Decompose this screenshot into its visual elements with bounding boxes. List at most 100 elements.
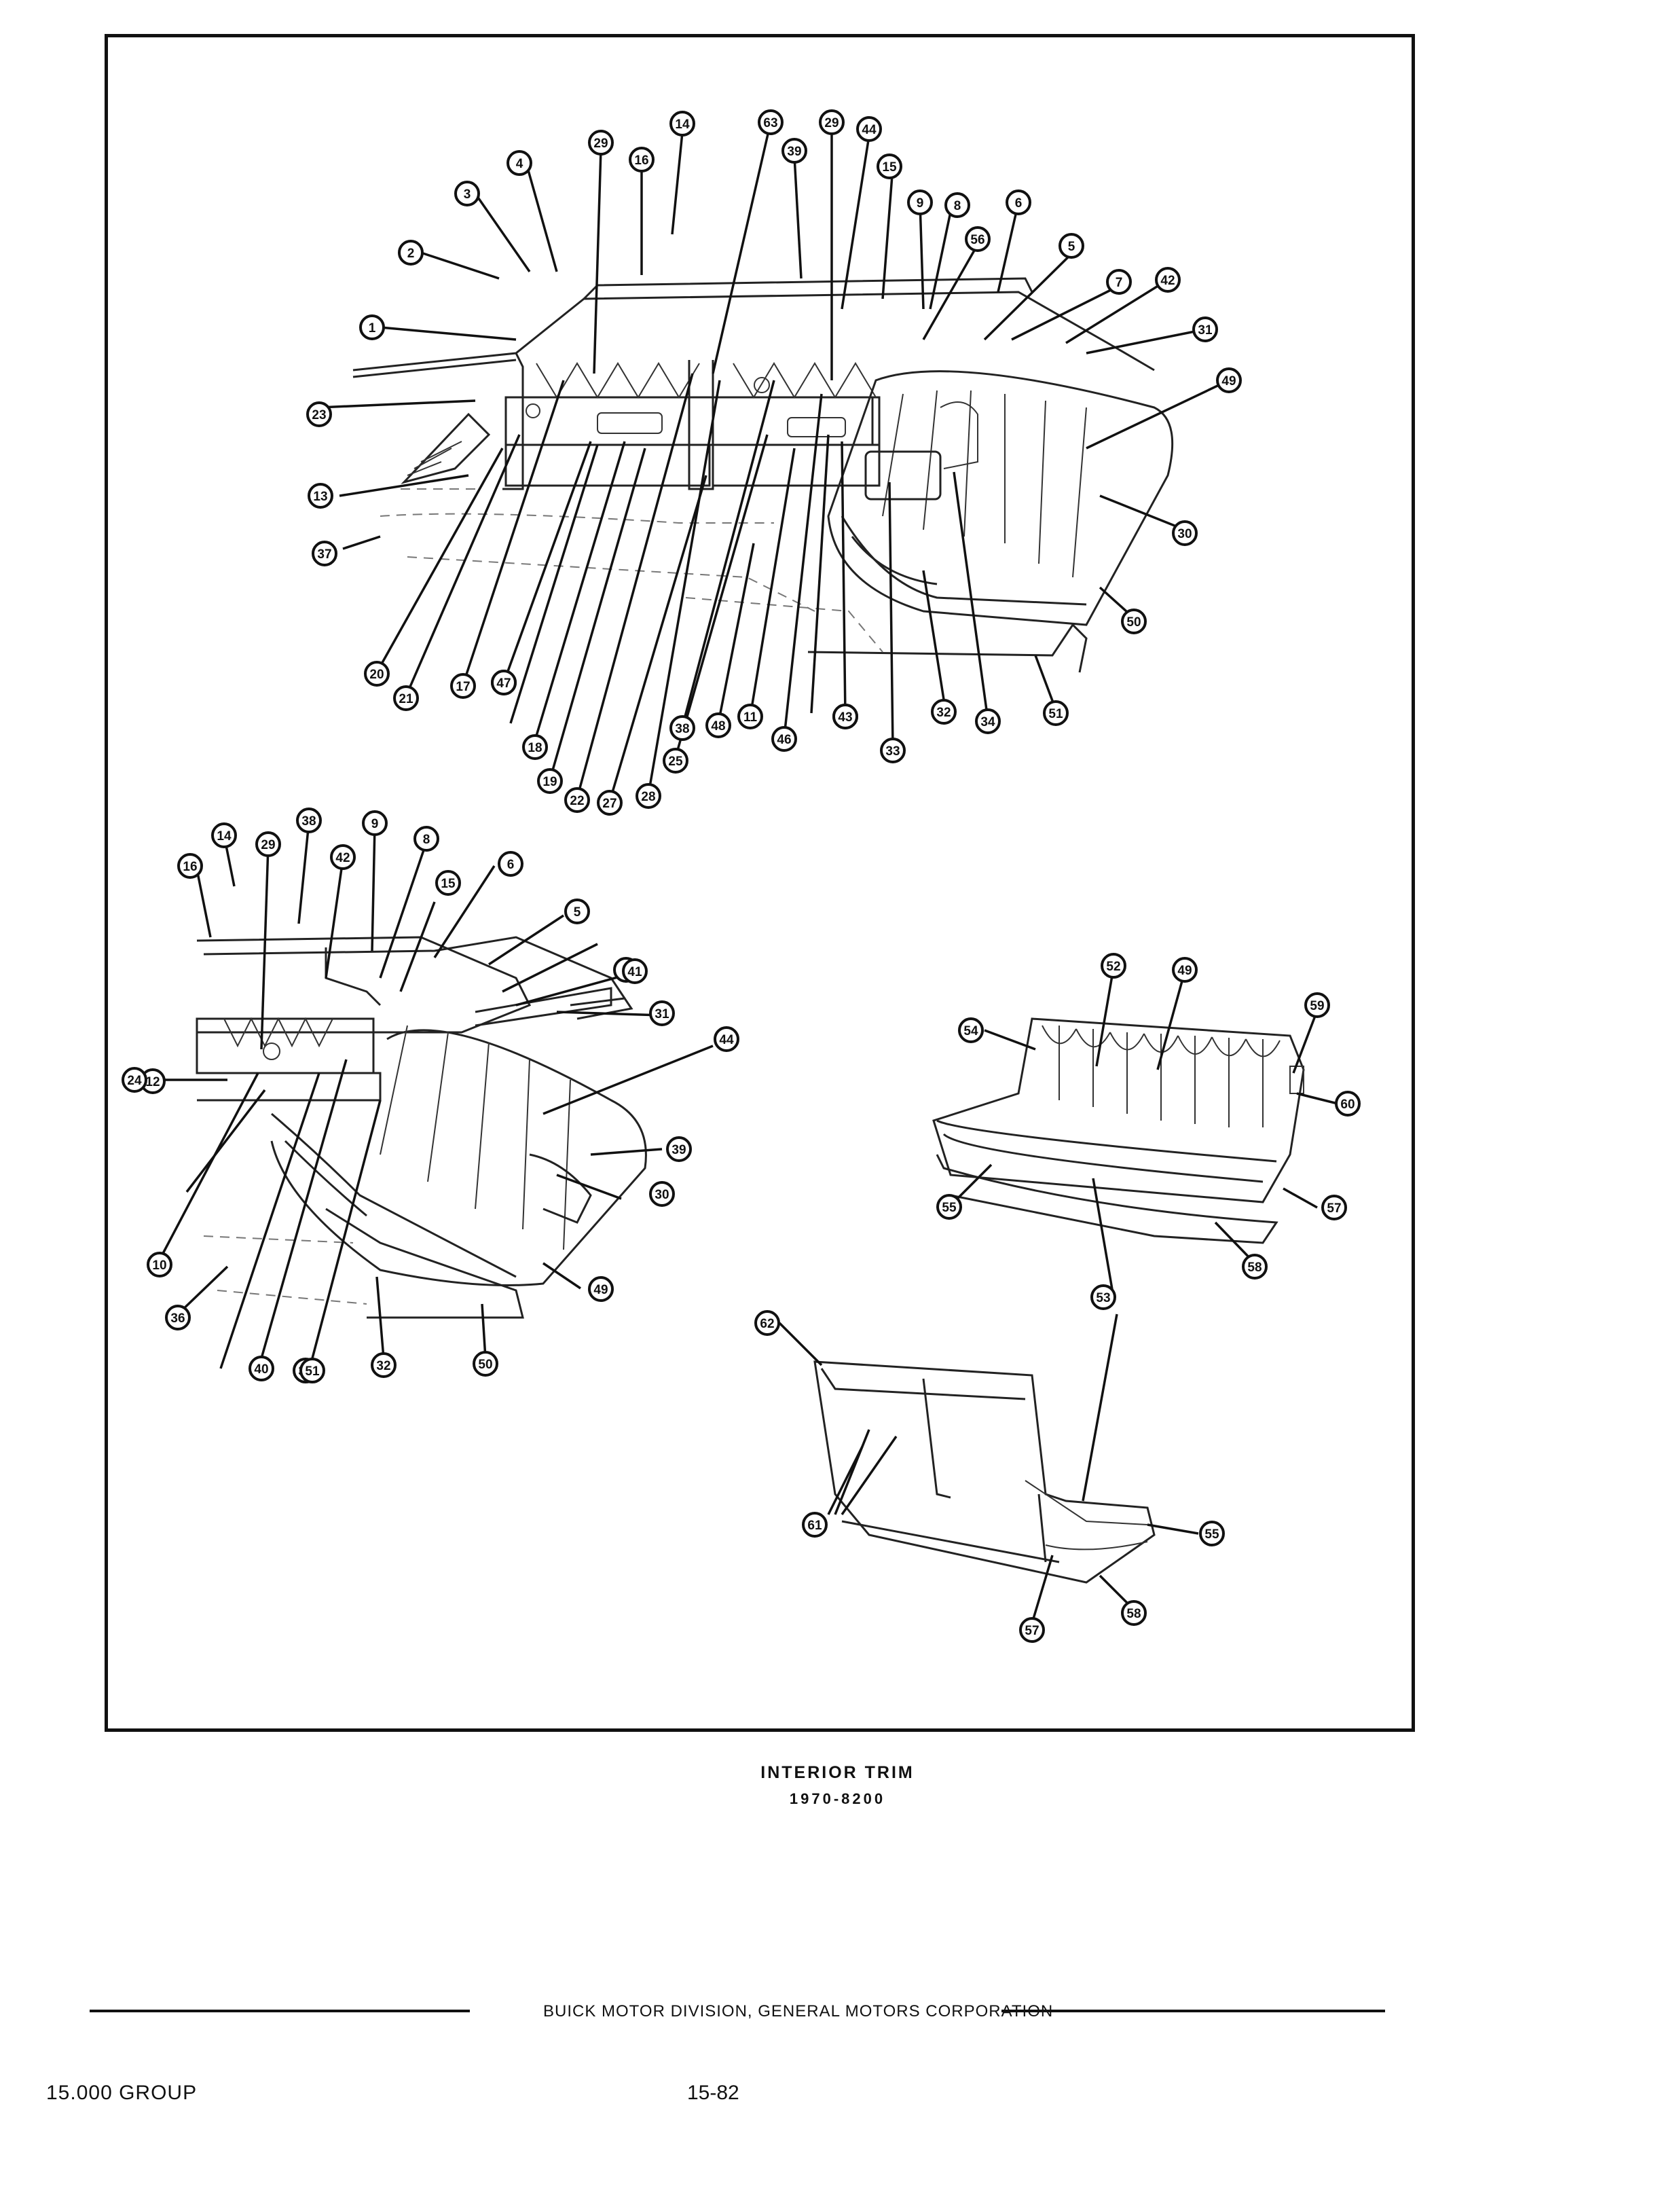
callout-top-25: 25 xyxy=(663,748,688,774)
callout-top-7: 7 xyxy=(1106,269,1132,295)
callout-top-3: 3 xyxy=(454,181,480,206)
callout-right-seat-57: 57 xyxy=(1321,1195,1347,1220)
svg-text:5: 5 xyxy=(1068,240,1075,254)
svg-text:38: 38 xyxy=(301,814,316,829)
callout-right-seat-52: 52 xyxy=(1101,953,1126,979)
svg-text:30: 30 xyxy=(1177,527,1192,541)
svg-text:24: 24 xyxy=(127,1074,142,1088)
svg-text:51: 51 xyxy=(305,1364,320,1379)
callout-top-42: 42 xyxy=(1155,267,1181,293)
svg-text:13: 13 xyxy=(313,490,327,504)
callout-top-48: 48 xyxy=(705,712,731,738)
svg-text:56: 56 xyxy=(970,233,984,247)
callout-top-18: 18 xyxy=(522,734,548,760)
callout-middle-left-36: 36 xyxy=(165,1305,191,1330)
callout-right-seat-53: 53 xyxy=(1090,1284,1116,1310)
callout-right-seat-58: 58 xyxy=(1242,1254,1268,1280)
svg-text:44: 44 xyxy=(862,123,877,137)
svg-text:9: 9 xyxy=(917,196,924,211)
callout-middle-left-9: 9 xyxy=(362,810,388,836)
svg-text:47: 47 xyxy=(496,676,511,691)
svg-text:61: 61 xyxy=(807,1519,822,1533)
svg-text:27: 27 xyxy=(602,797,616,811)
svg-text:17: 17 xyxy=(456,680,470,694)
callout-top-44: 44 xyxy=(856,116,882,142)
middle-left-interior-drawing xyxy=(196,936,647,1319)
callout-top-28: 28 xyxy=(636,783,661,809)
callout-top-19: 19 xyxy=(537,768,563,794)
callout-middle-left-6: 6 xyxy=(498,851,523,877)
callout-top-32: 32 xyxy=(931,699,957,725)
svg-text:52: 52 xyxy=(1106,960,1120,974)
svg-text:32: 32 xyxy=(376,1359,390,1373)
callout-middle-left-50: 50 xyxy=(473,1351,498,1377)
svg-text:32: 32 xyxy=(936,706,951,720)
callout-middle-left-29: 29 xyxy=(255,831,281,857)
callout-top-16: 16 xyxy=(629,147,655,173)
svg-text:43: 43 xyxy=(838,710,852,725)
svg-text:22: 22 xyxy=(570,794,584,808)
svg-text:42: 42 xyxy=(1160,274,1175,288)
callout-top-37: 37 xyxy=(312,541,337,566)
svg-text:36: 36 xyxy=(170,1311,185,1326)
svg-text:50: 50 xyxy=(1126,615,1141,630)
svg-text:9: 9 xyxy=(371,817,379,831)
callout-lower-seat-61: 61 xyxy=(802,1512,828,1538)
callout-top-50: 50 xyxy=(1121,609,1147,634)
callout-middle-left-16: 16 xyxy=(177,853,203,879)
svg-text:42: 42 xyxy=(335,851,350,865)
bench-seat-drawing xyxy=(932,1017,1305,1244)
callout-top-34: 34 xyxy=(975,708,1001,734)
svg-text:6: 6 xyxy=(507,858,515,872)
svg-text:40: 40 xyxy=(254,1362,268,1377)
svg-text:23: 23 xyxy=(312,408,326,422)
callout-top-43: 43 xyxy=(832,704,858,729)
callout-top-33: 33 xyxy=(880,738,906,763)
svg-text:29: 29 xyxy=(824,116,839,130)
callout-middle-left-10: 10 xyxy=(147,1252,172,1277)
svg-text:49: 49 xyxy=(593,1283,608,1297)
callout-middle-left-44: 44 xyxy=(714,1026,739,1052)
callout-markers: 1234567891113141516171819202122232526272… xyxy=(122,109,1361,1643)
svg-text:5: 5 xyxy=(574,905,581,920)
callout-top-63: 63 xyxy=(758,109,784,135)
svg-text:58: 58 xyxy=(1247,1261,1262,1275)
svg-text:62: 62 xyxy=(760,1317,774,1331)
callout-top-39: 39 xyxy=(781,138,807,164)
svg-text:57: 57 xyxy=(1327,1201,1341,1216)
svg-text:63: 63 xyxy=(763,116,777,130)
leader-lines xyxy=(153,122,1338,1624)
callout-top-22: 22 xyxy=(564,787,590,813)
svg-text:8: 8 xyxy=(954,199,961,213)
svg-text:18: 18 xyxy=(528,741,542,755)
callout-top-51: 51 xyxy=(1043,700,1069,726)
callout-top-27: 27 xyxy=(597,790,623,816)
svg-text:38: 38 xyxy=(675,722,689,736)
svg-text:11: 11 xyxy=(743,710,758,725)
callout-top-20: 20 xyxy=(364,661,390,687)
svg-text:50: 50 xyxy=(478,1358,492,1372)
callout-top-6: 6 xyxy=(1006,189,1031,215)
callout-right-seat-60: 60 xyxy=(1335,1091,1361,1117)
svg-text:20: 20 xyxy=(369,668,384,682)
callout-top-1: 1 xyxy=(359,314,385,340)
callout-top-21: 21 xyxy=(393,685,419,711)
callout-top-47: 47 xyxy=(491,670,517,695)
svg-text:21: 21 xyxy=(399,692,413,706)
callout-middle-left-51: 51 xyxy=(299,1358,325,1383)
svg-text:29: 29 xyxy=(261,838,275,852)
caption-title: INTERIOR TRIM xyxy=(760,1763,915,1782)
callout-middle-left-49: 49 xyxy=(588,1276,614,1302)
svg-text:30: 30 xyxy=(655,1188,669,1202)
svg-text:34: 34 xyxy=(980,715,995,729)
svg-text:31: 31 xyxy=(655,1007,669,1021)
svg-text:10: 10 xyxy=(152,1258,166,1273)
svg-text:48: 48 xyxy=(711,719,725,733)
svg-text:54: 54 xyxy=(963,1024,978,1038)
footer-group: 15.000 GROUP xyxy=(46,2082,198,2104)
svg-text:49: 49 xyxy=(1177,964,1192,978)
callout-top-5: 5 xyxy=(1059,233,1084,259)
svg-text:14: 14 xyxy=(675,117,690,132)
diagram-frame xyxy=(105,34,1415,1732)
